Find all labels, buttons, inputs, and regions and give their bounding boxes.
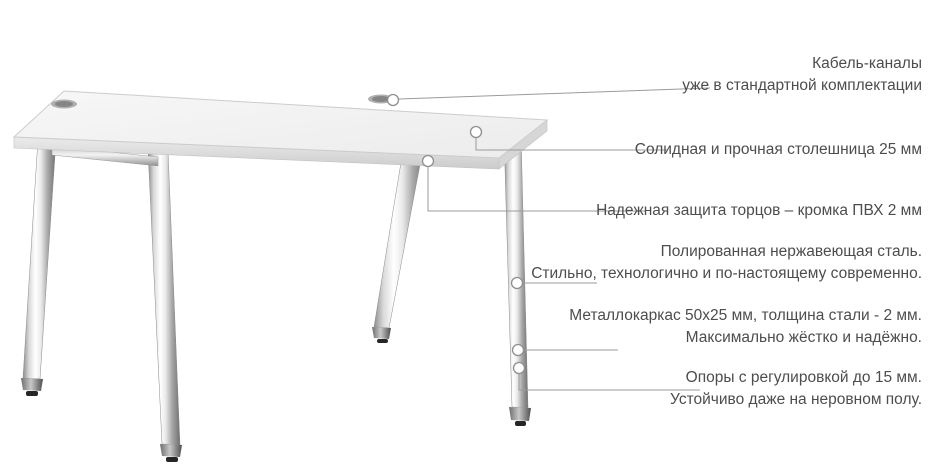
marker-metal-frame — [511, 343, 525, 357]
tabletop-surface — [12, 90, 549, 159]
leg-front-left — [147, 149, 181, 446]
marker-stainless-steel — [510, 276, 524, 290]
callout-tabletop: Солидная и прочная столешница 25 мм — [635, 139, 922, 161]
callout-text-line: уже в стандартной комплектации — [682, 76, 922, 94]
marker-adjustable-feet — [512, 361, 526, 375]
callout-text-line: Кабель-каналы — [812, 55, 922, 72]
callout-text-line: Полированная нержавеющая сталь. — [660, 243, 922, 260]
marker-cable-channels — [386, 93, 400, 107]
callout-stainless-steel: Полированная нержавеющая сталь. Стильно,… — [531, 241, 922, 284]
callout-text-line: Металлокаркас 50х25 мм, толщина стали - … — [569, 307, 922, 324]
callout-pvc-edge: Надежная защита торцов – кромка ПВХ 2 мм — [596, 200, 922, 222]
cable-grommet-left — [51, 99, 77, 109]
callout-cable-channels: Кабель-каналы уже в стандартной комплект… — [682, 53, 922, 96]
callout-text-line: Устойчиво даже на неровном полу. — [670, 390, 922, 408]
marker-tabletop — [469, 125, 483, 139]
leader-cable-channels — [398, 87, 711, 100]
leader-pvc-edge — [427, 167, 645, 212]
leader-adjustable-feet — [518, 374, 700, 391]
foot-back-right — [372, 327, 391, 343]
callout-text-line: Надежная защита торцов – кромка ПВХ 2 мм — [596, 202, 922, 219]
callout-text-line: Максимально жёстко и надёжно. — [685, 328, 922, 346]
callout-text-line: Солидная и прочная столешница 25 мм — [634, 141, 922, 158]
leader-tabletop — [475, 138, 668, 151]
foot-front-left — [160, 444, 182, 462]
callout-text-line: Стильно, технологично и по-настоящему со… — [531, 264, 922, 282]
foot-front-right — [509, 407, 531, 426]
foot-back-left — [21, 378, 43, 396]
callout-text-line: Опоры с регулировкой до 15 мм. — [685, 369, 922, 386]
callout-metal-frame: Металлокаркас 50х25 мм, толщина стали - … — [569, 305, 922, 348]
leg-back-left — [22, 138, 57, 380]
marker-pvc-edge — [421, 154, 435, 168]
callout-adjustable-feet: Опоры с регулировкой до 15 мм. Устойчиво… — [670, 367, 922, 410]
